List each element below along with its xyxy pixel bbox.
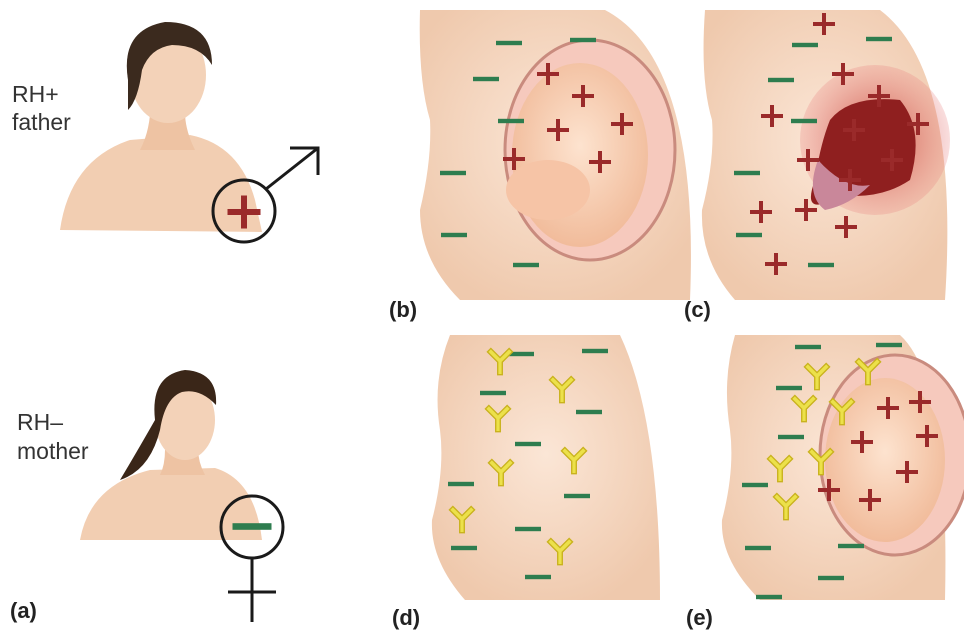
- minus-icon: [451, 546, 477, 550]
- minus-icon: [496, 41, 522, 45]
- minus-icon: [778, 435, 804, 439]
- minus-icon: [866, 37, 892, 41]
- panel-label-b: (b): [389, 297, 417, 323]
- panel-b: [420, 10, 691, 300]
- minus-icon: [795, 345, 821, 349]
- father-label-rh: RH+: [12, 80, 59, 108]
- minus-icon: [736, 233, 762, 237]
- minus-icon: [440, 171, 466, 175]
- minus-icon: [441, 233, 467, 237]
- panel-c: [702, 10, 950, 300]
- minus-icon: [525, 575, 551, 579]
- minus-icon: [876, 343, 902, 347]
- minus-icon: [582, 349, 608, 353]
- minus-icon: [564, 494, 590, 498]
- minus-icon: [742, 483, 768, 487]
- minus-icon: [734, 171, 760, 175]
- minus-icon: [818, 576, 844, 580]
- minus-icon: [808, 263, 834, 267]
- minus-icon: [756, 595, 782, 599]
- minus-icon: [515, 442, 541, 446]
- minus-icon: [473, 77, 499, 81]
- panel-label-d: (d): [392, 605, 420, 631]
- minus-icon: [838, 544, 864, 548]
- minus-icon: [513, 263, 539, 267]
- minus-icon: [515, 527, 541, 531]
- panel-label-e: (e): [686, 605, 713, 631]
- minus-icon: [448, 482, 474, 486]
- panel-d: [432, 335, 660, 600]
- mother-label: mother: [17, 437, 89, 465]
- mother-label-rh: RH–: [17, 408, 63, 436]
- minus-icon: [791, 119, 817, 123]
- minus-icon: [776, 386, 802, 390]
- fetus: [512, 63, 648, 247]
- minus-icon: [498, 119, 524, 123]
- panel-label-c: (c): [684, 297, 711, 323]
- panel-label-a: (a): [10, 598, 37, 624]
- minus-icon: [480, 391, 506, 395]
- mother-figure: [80, 370, 262, 540]
- minus-icon: [745, 546, 771, 550]
- mother-minus-icon: [233, 523, 272, 530]
- father-label: father: [12, 108, 71, 136]
- father-figure: [60, 22, 262, 232]
- minus-icon: [768, 78, 794, 82]
- minus-icon: [792, 43, 818, 47]
- minus-icon: [576, 410, 602, 414]
- minus-icon: [570, 38, 596, 42]
- panel-e: [722, 335, 964, 600]
